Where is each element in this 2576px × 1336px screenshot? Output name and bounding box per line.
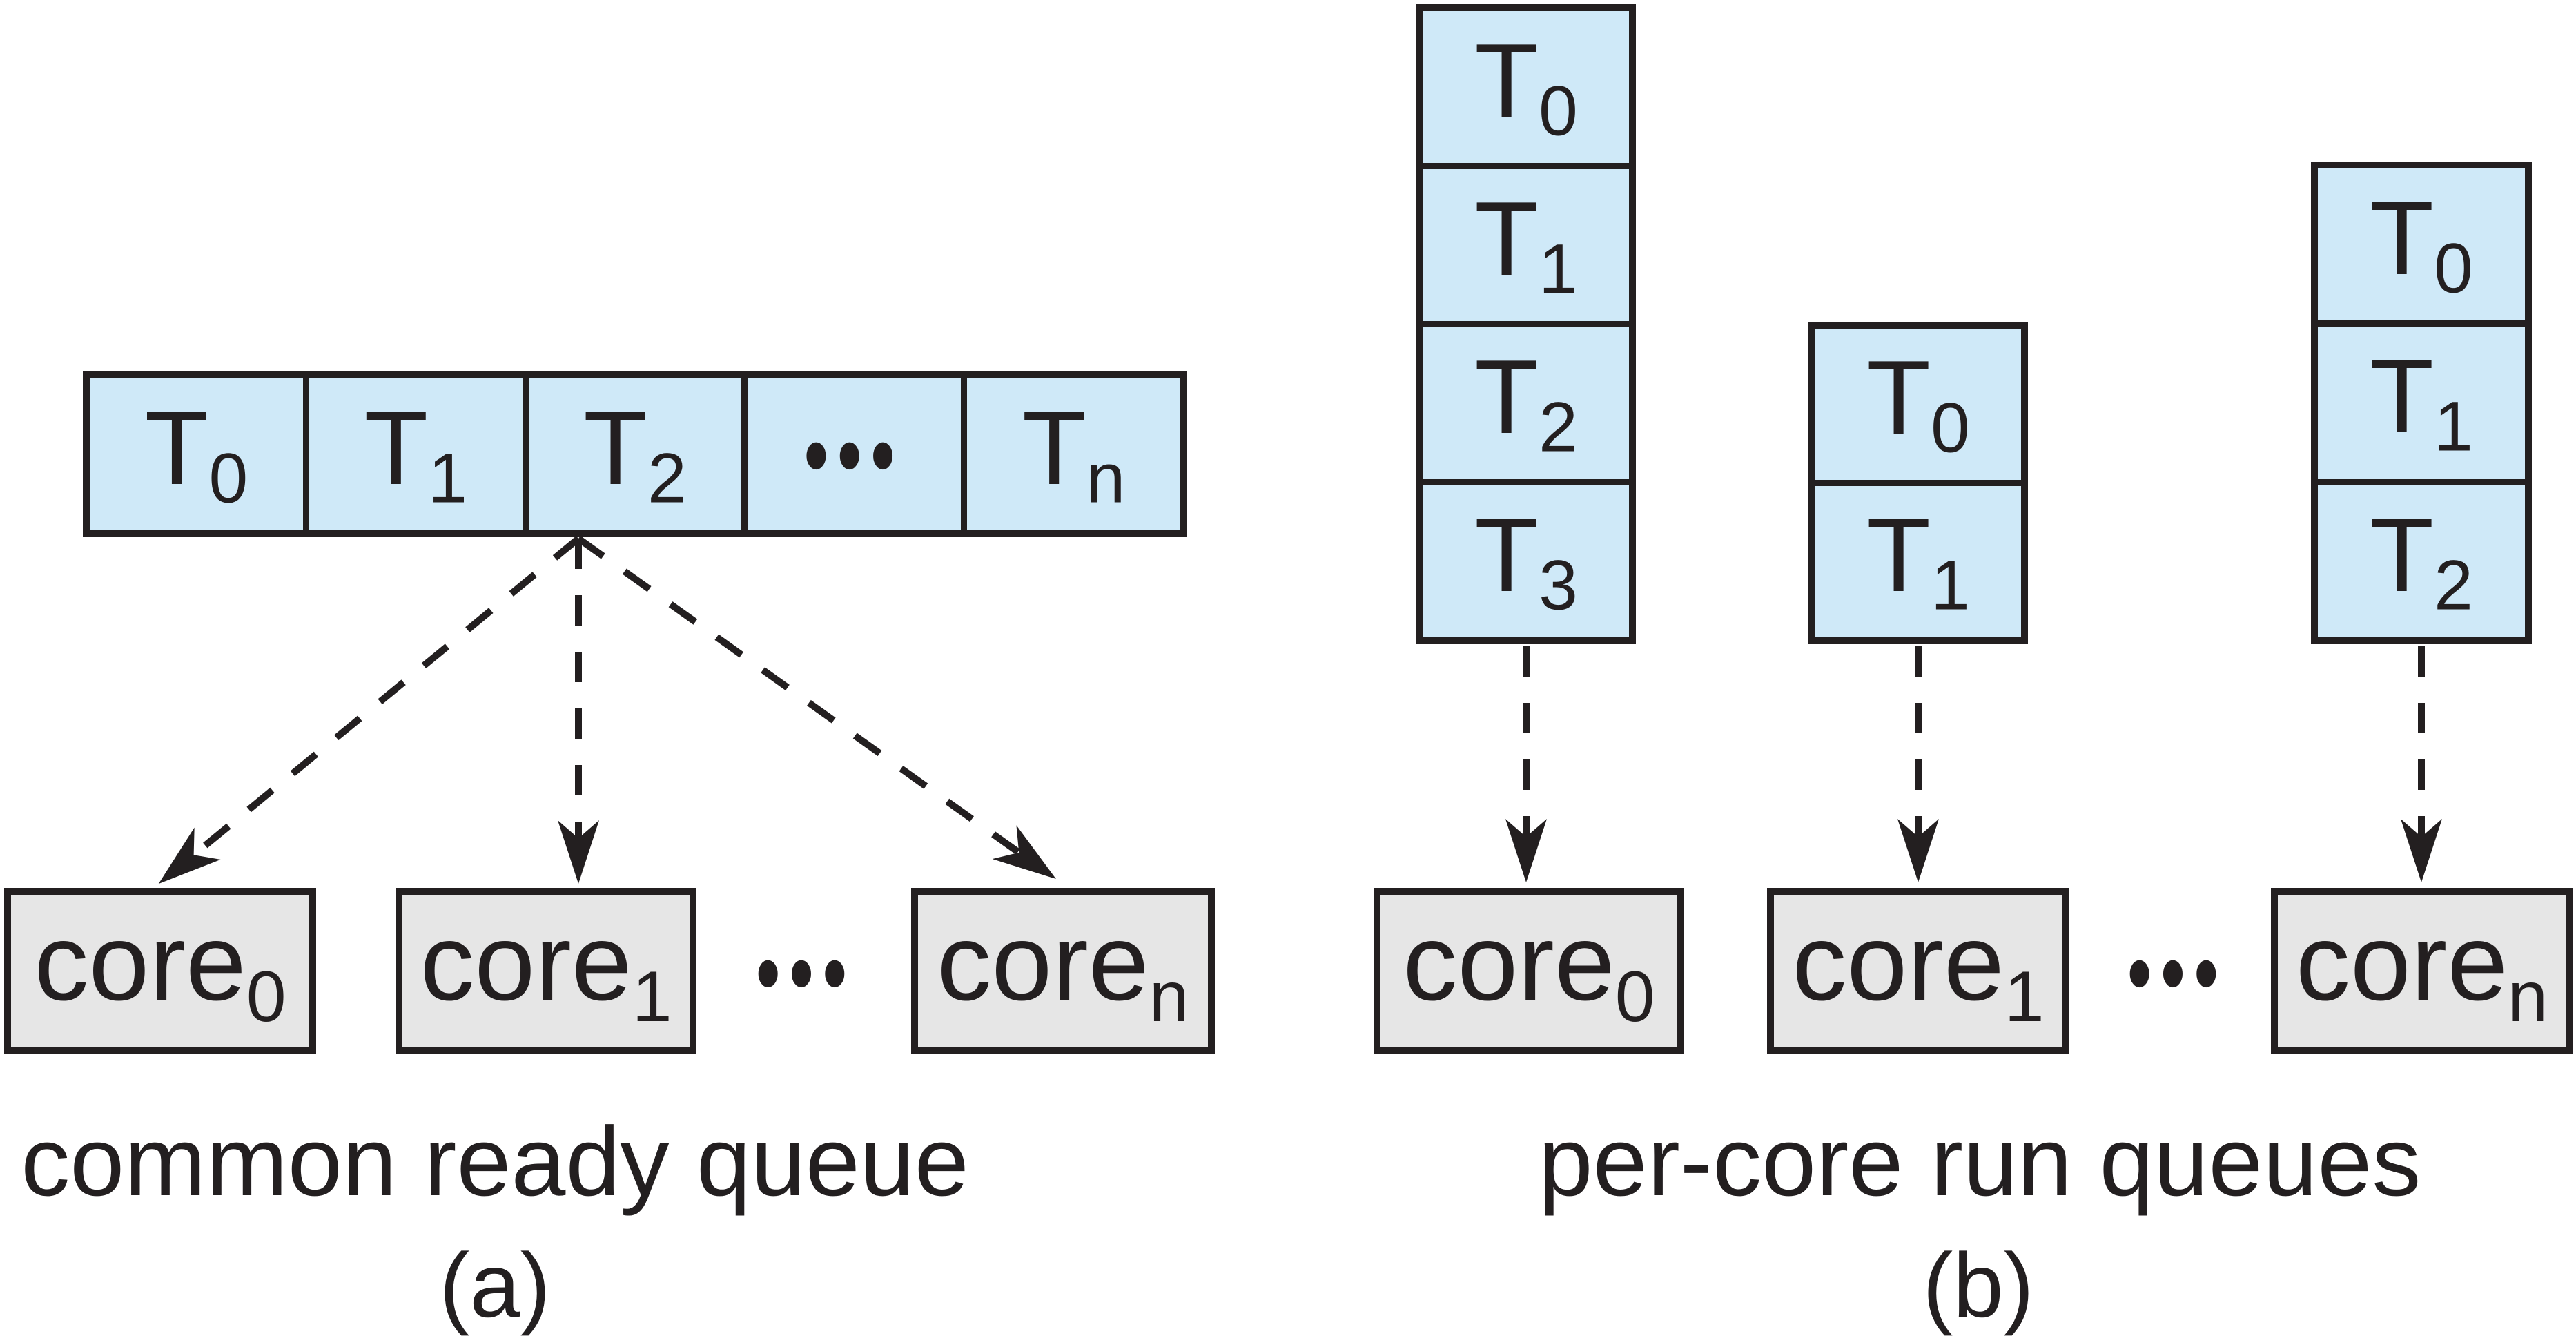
queue-cell-tn: Tn — [961, 378, 1180, 530]
core-box-bn: coren — [2271, 888, 2573, 1054]
runqueuen-cell-t0: T0 — [2318, 168, 2525, 321]
core-box-a0: core0 — [4, 888, 316, 1054]
runqueue1-cell-t0: T0 — [1815, 329, 2021, 480]
panel-label-a: (a) — [439, 1235, 551, 1336]
core-box-a1: core1 — [396, 888, 696, 1054]
queue-cell-t0: T0 — [90, 378, 303, 530]
runqueue0-cell-t2: T2 — [1423, 321, 1629, 479]
queue-cell-t2: T2 — [522, 378, 742, 530]
runqueuen-cell-t2: T2 — [2318, 478, 2525, 637]
arrow-queue-to-coren-a — [576, 535, 1056, 880]
run-queue-coren: T0 T1 T2 — [2311, 162, 2532, 644]
runqueue0-cell-t1: T1 — [1423, 163, 1629, 321]
core-box-b0: core0 — [1374, 888, 1684, 1054]
ellipsis-icon: ••• — [756, 919, 857, 1025]
queue-cell-ellipsis: ••• — [741, 378, 962, 530]
core-box-b1: core1 — [1767, 888, 2069, 1054]
core-box-an: coren — [911, 888, 1215, 1054]
runqueue0-cell-t3: T3 — [1423, 479, 1629, 637]
runqueue0-cell-t0: T0 — [1423, 11, 1629, 163]
queue-cell-t1: T1 — [302, 378, 523, 530]
ellipsis-icon: ••• — [804, 401, 905, 507]
arrow-queue-to-core0-a — [158, 536, 581, 884]
run-queue-core0: T0 T1 T2 T3 — [1416, 4, 1636, 644]
caption-common-ready-queue: common ready queue — [21, 1107, 969, 1217]
panel-label-b: (b) — [1922, 1235, 2034, 1336]
runqueue1-cell-t1: T1 — [1815, 480, 2021, 637]
run-queue-core1: T0 T1 — [1808, 322, 2028, 644]
runqueuen-cell-t1: T1 — [2318, 320, 2525, 479]
common-ready-queue: T0 T1 T2 ••• Tn — [83, 371, 1187, 537]
ellipsis-icon: ••• — [2127, 919, 2228, 1025]
caption-per-core-run-queues: per-core run queues — [1538, 1107, 2421, 1217]
